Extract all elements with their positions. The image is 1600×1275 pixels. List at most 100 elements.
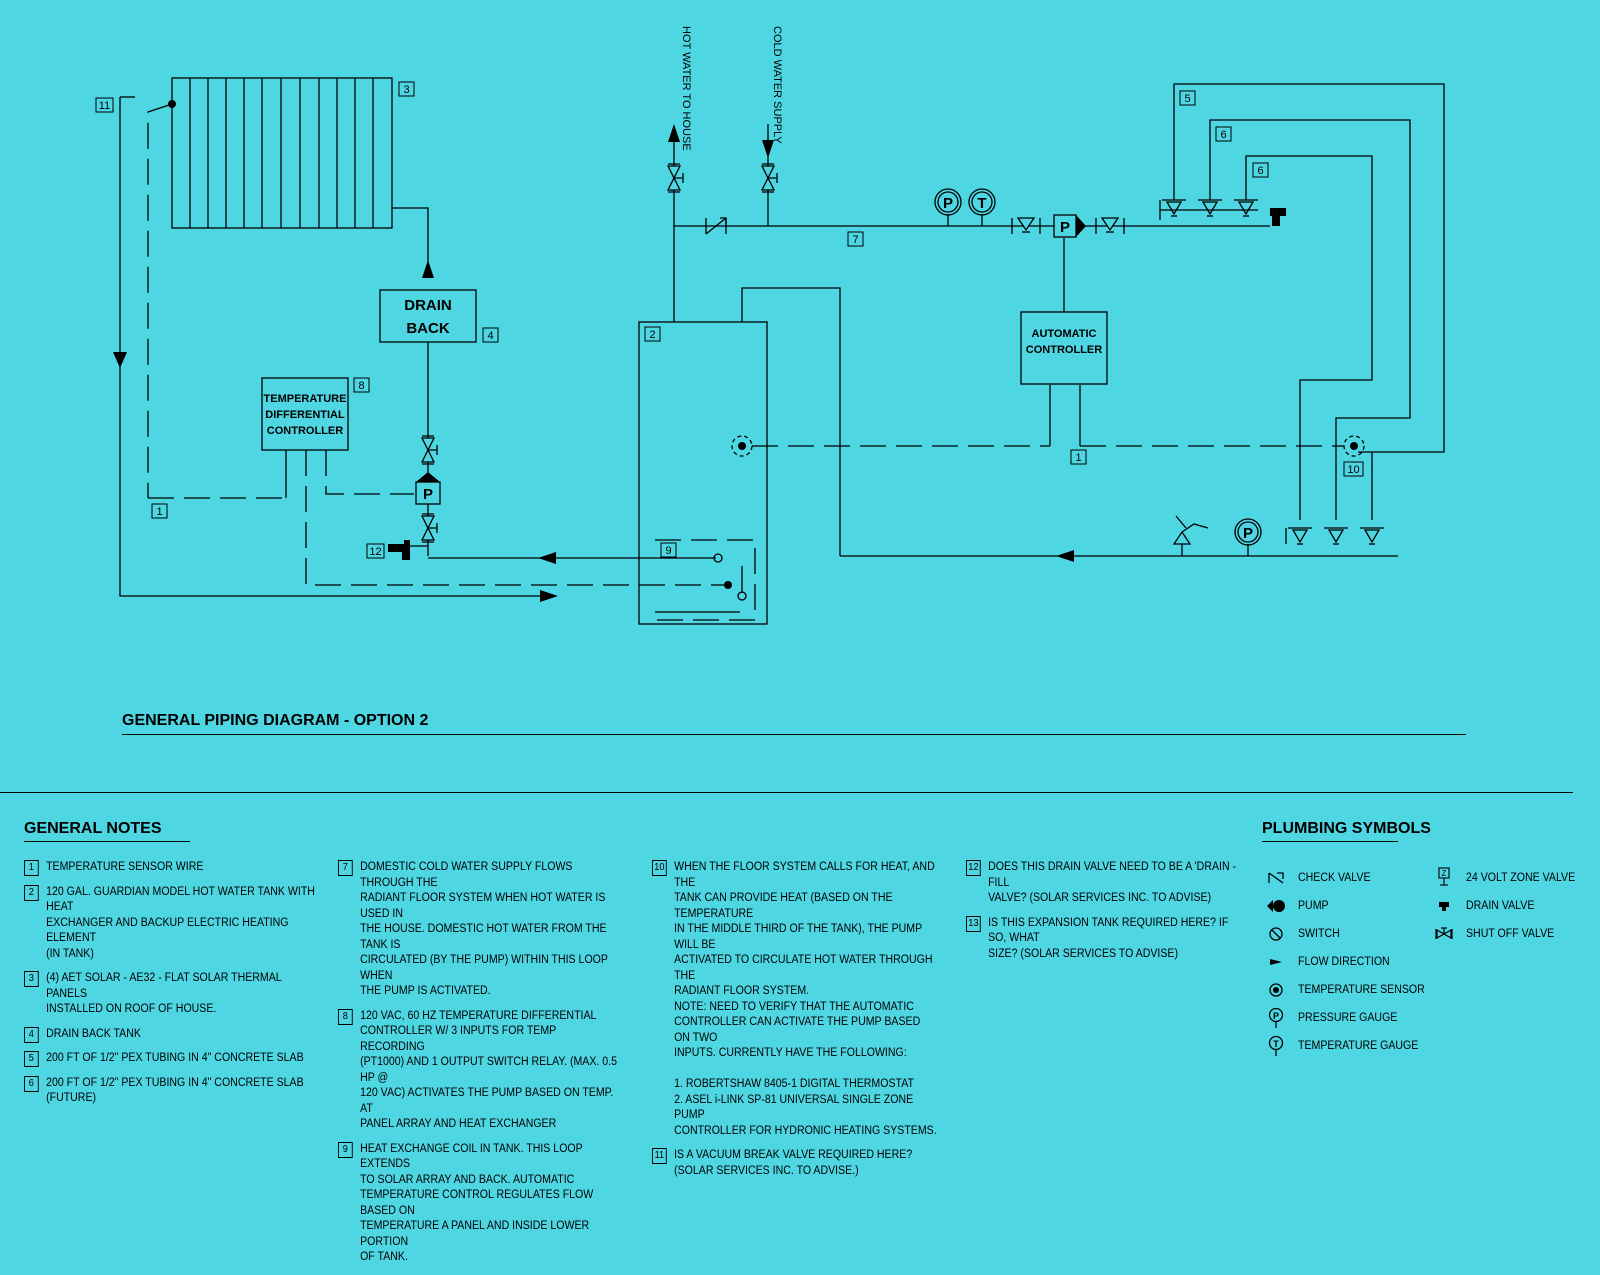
floor-loop-5: [1173, 83, 1445, 453]
legend-drain-valve: DRAIN VALVE: [1428, 892, 1585, 920]
legend-zone-valve: Z 24 VOLT ZONE VALVE: [1428, 864, 1585, 892]
general-notes-heading: GENERAL NOTES: [24, 820, 190, 842]
shut-off-valve-icon: [420, 435, 438, 465]
shut-off-valve-icon: [420, 513, 438, 543]
shut-off-valve-icon: [1360, 527, 1384, 545]
flow-direction-icon: [668, 124, 680, 142]
legend-check-valve: CHECK VALVE: [1260, 864, 1436, 892]
check-valve-icon: [705, 217, 727, 235]
flow-direction-icon: [538, 552, 556, 564]
shut-off-valve-icon: [1324, 527, 1348, 545]
temperature-sensor-icon: [1343, 435, 1365, 457]
svg-text:12: 12: [369, 546, 381, 558]
drain-back-label-1: DRAIN: [404, 297, 452, 314]
plumbing-symbols-heading: PLUMBING SYMBOLS: [1262, 820, 1431, 842]
legend-pressure-gauge: P PRESSURE GAUGE: [1260, 1004, 1436, 1032]
temperature-sensor-icon: [724, 581, 732, 589]
temperature-sensor-icon: [1260, 980, 1292, 1000]
svg-text:P: P: [943, 195, 953, 212]
legend-switch: SWITCH: [1260, 920, 1436, 948]
svg-text:7: 7: [852, 234, 858, 246]
svg-text:P: P: [423, 486, 433, 503]
drain-back-label-2: BACK: [406, 320, 449, 337]
svg-text:P: P: [1243, 525, 1253, 542]
floor-loop-6a: [1209, 119, 1411, 520]
pump-icon: P: [415, 472, 441, 505]
svg-text:T: T: [977, 195, 986, 212]
auto-controller-label-1: AUTOMATIC: [1032, 328, 1097, 340]
shut-off-valve-icon: [1288, 527, 1312, 545]
title-underline: [122, 734, 1466, 735]
diagram-title: GENERAL PIPING DIAGRAM - OPTION 2: [122, 712, 429, 729]
relief-valve-icon: [1172, 515, 1209, 556]
pressure-gauge-icon: P: [1260, 1007, 1292, 1028]
svg-text:6: 6: [1220, 129, 1226, 141]
flow-direction-icon: [113, 352, 127, 368]
temperature-gauge-icon: T: [1260, 1035, 1292, 1056]
drain-valve-icon: [1428, 896, 1460, 916]
automatic-controller: [1020, 311, 1108, 385]
pressure-gauge-icon: P: [934, 188, 962, 226]
svg-text:4: 4: [487, 330, 493, 342]
svg-text:10: 10: [1347, 464, 1359, 476]
floor-loop-6b: [1245, 155, 1373, 520]
symbol-legend-column-1: CHECK VALVE P PUMP SWITCH FLOW DIRECTION…: [1260, 864, 1436, 1060]
solar-panels: [171, 77, 393, 229]
temperature-gauge-icon: T: [968, 188, 996, 226]
svg-text:6: 6: [1257, 165, 1263, 177]
svg-text:1: 1: [156, 506, 162, 518]
flow-direction-icon: [1056, 550, 1074, 562]
legend-shut-off-valve: SHUT OFF VALVE: [1428, 920, 1585, 948]
svg-text:P: P: [1276, 902, 1283, 913]
flow-direction-icon: [422, 260, 434, 278]
legend-pump: P PUMP: [1260, 892, 1436, 920]
pump-icon: P: [1260, 896, 1292, 916]
svg-text:1: 1: [1075, 452, 1081, 464]
zone-valve-icon: Z: [1428, 867, 1460, 888]
shut-off-valve-icon: [1162, 199, 1186, 217]
pump-icon: P: [1053, 214, 1086, 238]
shut-off-valve-icon: [1095, 217, 1125, 234]
svg-text:5: 5: [1184, 93, 1190, 105]
check-valve-icon: [1260, 868, 1292, 888]
legend-temperature-gauge: T TEMPERATURE GAUGE: [1260, 1032, 1436, 1060]
pressure-gauge-icon: P: [1234, 518, 1262, 556]
svg-text:P: P: [1273, 1011, 1279, 1021]
svg-text:11: 11: [99, 100, 110, 112]
svg-text:3: 3: [403, 84, 409, 96]
collector-supply-pipe: [119, 97, 552, 597]
svg-text:P: P: [1060, 219, 1070, 236]
legend-temperature-sensor: TEMPERATURE SENSOR: [1260, 976, 1436, 1004]
auto-controller-label-2: CONTROLLER: [1026, 344, 1102, 356]
section-divider: [0, 792, 1573, 793]
switch-icon: [1260, 924, 1292, 944]
tdc-label-2: DIFFERENTIAL: [265, 409, 345, 421]
cold-water-label: COLD WATER SUPPLY: [771, 26, 783, 144]
temperature-differential-controller: [261, 377, 349, 451]
flow-direction-icon: [762, 140, 774, 158]
callout-tags: 11 3 4 8 1 12 2 9 7 1 5 6 6 10: [95, 81, 1364, 559]
drain-valve-icon: [1270, 208, 1286, 226]
note-item: 3(4) AET SOLAR - AE32 - FLAT SOLAR THERM…: [24, 971, 318, 1018]
tdc-label-3: CONTROLLER: [267, 425, 343, 437]
legend-flow-direction: FLOW DIRECTION: [1260, 948, 1436, 976]
hot-water-tank: [638, 321, 768, 625]
svg-text:9: 9: [665, 545, 671, 557]
shut-off-valve-icon: [1011, 217, 1041, 234]
svg-text:2: 2: [649, 329, 655, 341]
tdc-label-1: TEMPERATURE: [264, 393, 347, 405]
svg-text:8: 8: [358, 380, 364, 392]
